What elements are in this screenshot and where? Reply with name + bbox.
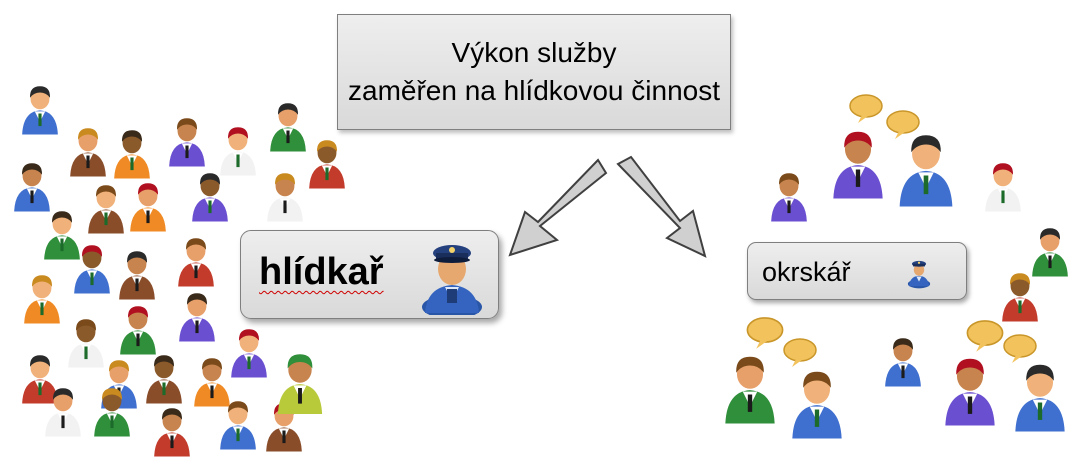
patrol-officer-label: hlídkař [259, 251, 384, 293]
person-icon [277, 354, 323, 414]
arrow-left [508, 158, 608, 257]
person-icon [44, 211, 80, 260]
person-icon [120, 306, 156, 355]
service-focus-line-1: Výkon služby [451, 37, 617, 68]
person-icon [885, 338, 921, 387]
person-icon [24, 275, 60, 324]
person-icon [833, 131, 883, 199]
person-icon [146, 355, 182, 404]
service-focus-box: Výkon služby zaměřen na hlídkovou činnos… [337, 14, 731, 130]
person-icon [1002, 273, 1038, 322]
person-icon [94, 388, 130, 437]
person-icon [725, 356, 775, 424]
person-icon [68, 319, 104, 368]
district-officer-box: okrskář [747, 242, 967, 300]
speech-bubble-icon [849, 94, 883, 123]
person-icon [178, 238, 214, 287]
police-officer-icon [422, 245, 482, 315]
person-icon [1015, 364, 1065, 432]
person-icon [14, 163, 50, 212]
speech-bubble-icon [886, 110, 920, 139]
speech-bubble-icon [783, 338, 817, 367]
police-officer-icon [907, 260, 931, 289]
person-icon [119, 251, 155, 300]
district-officer-label: okrskář [762, 257, 851, 287]
person-icon [45, 388, 81, 437]
person-icon [270, 103, 306, 152]
person-icon [192, 173, 228, 222]
speech-bubble-icon [966, 320, 1004, 352]
person-icon [130, 183, 166, 232]
person-icon [169, 118, 205, 167]
service-focus-line-2: zaměřen na hlídkovou činnost [348, 75, 720, 106]
person-icon [179, 293, 215, 342]
person-icon [220, 401, 256, 450]
speech-bubble-icon [746, 317, 784, 349]
speech-bubble-icon [1003, 334, 1037, 363]
person-icon [154, 408, 190, 457]
person-icon [74, 245, 110, 294]
person-icon [194, 358, 230, 407]
person-icon [792, 371, 842, 439]
person-icon [1032, 228, 1068, 277]
person-icon [945, 358, 995, 426]
person-icon [88, 185, 124, 234]
person-icon [114, 130, 150, 179]
person-icon [985, 163, 1021, 212]
person-icon [22, 86, 58, 135]
person-icon [22, 355, 58, 404]
person-icon [231, 329, 267, 378]
person-icon [899, 135, 953, 207]
person-icon [771, 173, 807, 222]
patrol-officer-box: hlídkař [240, 230, 499, 319]
arrow-right [616, 155, 707, 258]
person-icon [267, 173, 303, 222]
person-icon [220, 127, 256, 176]
person-icon [309, 140, 345, 189]
person-icon [70, 128, 106, 177]
